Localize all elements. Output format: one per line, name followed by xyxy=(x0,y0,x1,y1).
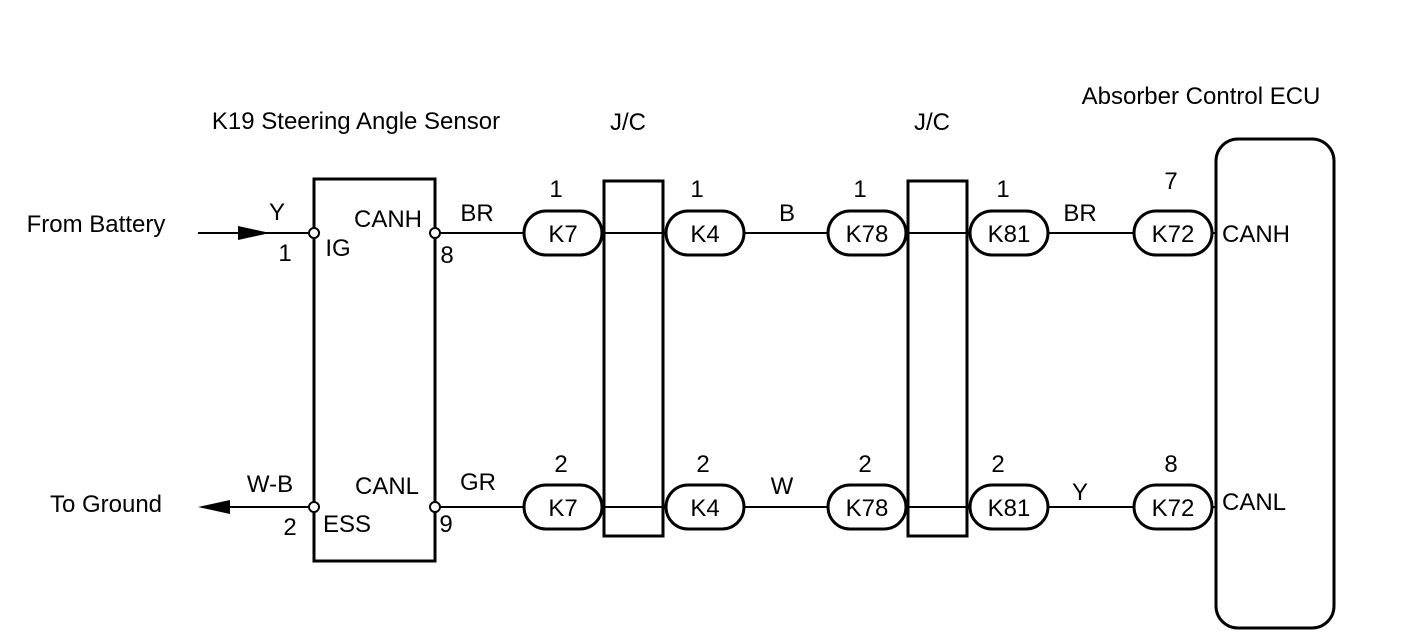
connector-pin-number: 2 xyxy=(554,451,567,478)
junction-connector-2-box xyxy=(906,179,969,538)
connector-id: K7 xyxy=(548,221,577,248)
connector-id: K7 xyxy=(548,495,577,522)
pin-canl-label: CANL xyxy=(355,473,419,500)
connector-id: K81 xyxy=(988,221,1031,248)
pin-ig-terminal xyxy=(308,227,320,239)
connector-id: K4 xyxy=(690,221,719,248)
connector-pill xyxy=(1132,483,1214,531)
absorber-control-ecu-box xyxy=(1214,137,1336,630)
pin-ig-number: 1 xyxy=(278,240,291,267)
wire-color-label: W xyxy=(771,473,794,500)
ecu-title: Absorber Control ECU xyxy=(1082,83,1321,110)
connector-pin-number: 2 xyxy=(696,451,709,478)
pin-ess-label: ESS xyxy=(323,511,371,538)
connector-pill xyxy=(664,209,746,257)
connector-pin-number: 8 xyxy=(1164,451,1177,478)
connector-pin-number: 1 xyxy=(549,176,562,203)
ecu-canh-label: CANH xyxy=(1222,221,1290,248)
wire-color-label: BR xyxy=(460,200,493,227)
connector-id: K72 xyxy=(1152,221,1195,248)
connector-pin-number: 1 xyxy=(853,176,866,203)
connector-pill xyxy=(968,483,1050,531)
pin-canl-terminal xyxy=(429,501,441,513)
connector-id: K4 xyxy=(690,495,719,522)
connector-pill xyxy=(522,209,604,257)
connector-pill xyxy=(522,483,604,531)
connector-id: K78 xyxy=(846,495,889,522)
connector-id: K78 xyxy=(846,221,889,248)
connector-id: K72 xyxy=(1152,495,1195,522)
connector-pill xyxy=(664,483,746,531)
connector-pill xyxy=(968,209,1050,257)
junction-2-label: J/C xyxy=(914,109,950,136)
battery-wire-color: Y xyxy=(269,199,285,226)
ground-wire-color: W-B xyxy=(247,471,293,498)
junction-connector-1-box xyxy=(602,179,665,538)
from-battery-label: From Battery xyxy=(27,211,166,238)
wire-color-label: GR xyxy=(460,469,496,496)
junction-1-label: J/C xyxy=(610,109,646,136)
connector-pin-number: 2 xyxy=(858,451,871,478)
ground-arrow-icon xyxy=(198,500,230,514)
wire-color-label: B xyxy=(779,200,795,227)
wire-color-label: BR xyxy=(1063,200,1096,227)
pin-ess-terminal xyxy=(308,501,320,513)
to-ground-label: To Ground xyxy=(50,491,162,518)
pin-ess-number: 2 xyxy=(283,514,296,541)
connector-pin-number: 2 xyxy=(991,451,1004,478)
pin-canl-number: 9 xyxy=(439,511,452,538)
ecu-canl-label: CANL xyxy=(1222,489,1286,516)
battery-arrow-icon xyxy=(238,226,270,240)
pin-ig-label: IG xyxy=(325,235,350,262)
connector-pin-number: 1 xyxy=(690,176,703,203)
connector-pill xyxy=(826,209,908,257)
connector-id: K81 xyxy=(988,495,1031,522)
pin-canh-terminal xyxy=(429,227,441,239)
pin-canh-label: CANH xyxy=(354,206,422,233)
sensor-title: K19 Steering Angle Sensor xyxy=(212,108,500,135)
connector-pin-number: 7 xyxy=(1164,168,1177,195)
connector-pill xyxy=(1132,209,1214,257)
connector-pin-number: 1 xyxy=(996,176,1009,203)
pin-canh-number: 8 xyxy=(440,242,453,269)
wire-color-label: Y xyxy=(1072,479,1088,506)
steering-angle-sensor-box xyxy=(312,177,437,563)
connector-pill xyxy=(826,483,908,531)
